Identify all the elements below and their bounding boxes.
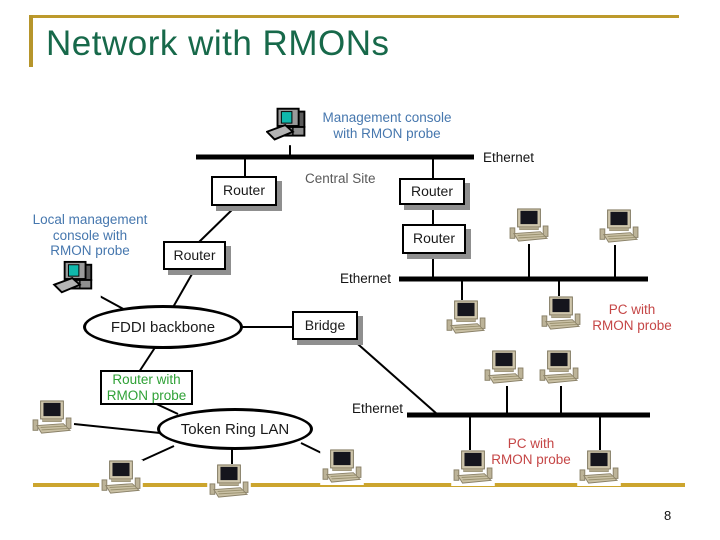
local-console-label: Local management console with RMON probe: [32, 212, 148, 259]
pc-icon: [443, 300, 489, 341]
central-site-label: Central Site: [305, 171, 376, 186]
pc-icon: [206, 464, 252, 505]
pc-icon: [29, 400, 75, 441]
title-frame-left-rule: [29, 15, 33, 67]
fddi-backbone-ellipse: FDDI backbone: [83, 305, 243, 349]
pc-icon: [98, 460, 144, 501]
router-box-right-bottom: Router: [402, 224, 466, 254]
router-rmon-label: Router with RMON probe: [106, 372, 187, 403]
ethernet-bus-lines: [196, 154, 650, 418]
pc-rmon-label-right: PC with RMON probe: [592, 302, 672, 333]
slide-title: Network with RMONs: [46, 24, 390, 63]
page-number: 8: [664, 508, 672, 523]
local-console-icon: [52, 260, 102, 298]
pc-rmon-label-bottom: PC with RMON probe: [491, 436, 571, 467]
connector-lines: [73, 143, 616, 468]
router-rmon-box: Router with RMON probe: [100, 370, 193, 405]
router-box-label: Router: [410, 182, 454, 199]
management-console-label: Management console with RMON probe: [322, 110, 452, 141]
bridge-box: Bridge: [292, 311, 358, 340]
fddi-backbone-label: FDDI backbone: [110, 318, 216, 336]
pc-icon: [506, 208, 552, 249]
router-box-label: Router: [222, 182, 266, 199]
ethernet-label-middle: Ethernet: [340, 271, 392, 286]
router-box-label: Router: [173, 246, 216, 263]
pc-icon: [481, 350, 527, 391]
pc-icon: [536, 350, 582, 391]
pc-icon: [538, 296, 584, 337]
pc-icon: [576, 450, 622, 491]
ethernet-label-top: Ethernet: [483, 150, 535, 165]
title-frame-top-rule: [29, 15, 679, 18]
router-box-right-top: Router: [399, 178, 465, 205]
token-ring-ellipse: Token Ring LAN: [157, 408, 313, 450]
router-box-local: Router: [163, 241, 226, 270]
pc-icon: [319, 449, 365, 490]
pc-icon: [596, 209, 642, 250]
router-box-central: Router: [211, 176, 277, 206]
token-ring-label: Token Ring LAN: [180, 420, 290, 438]
bridge-box-label: Bridge: [304, 316, 346, 333]
ethernet-label-bottom: Ethernet: [352, 401, 404, 416]
router-box-label: Router: [412, 230, 456, 247]
